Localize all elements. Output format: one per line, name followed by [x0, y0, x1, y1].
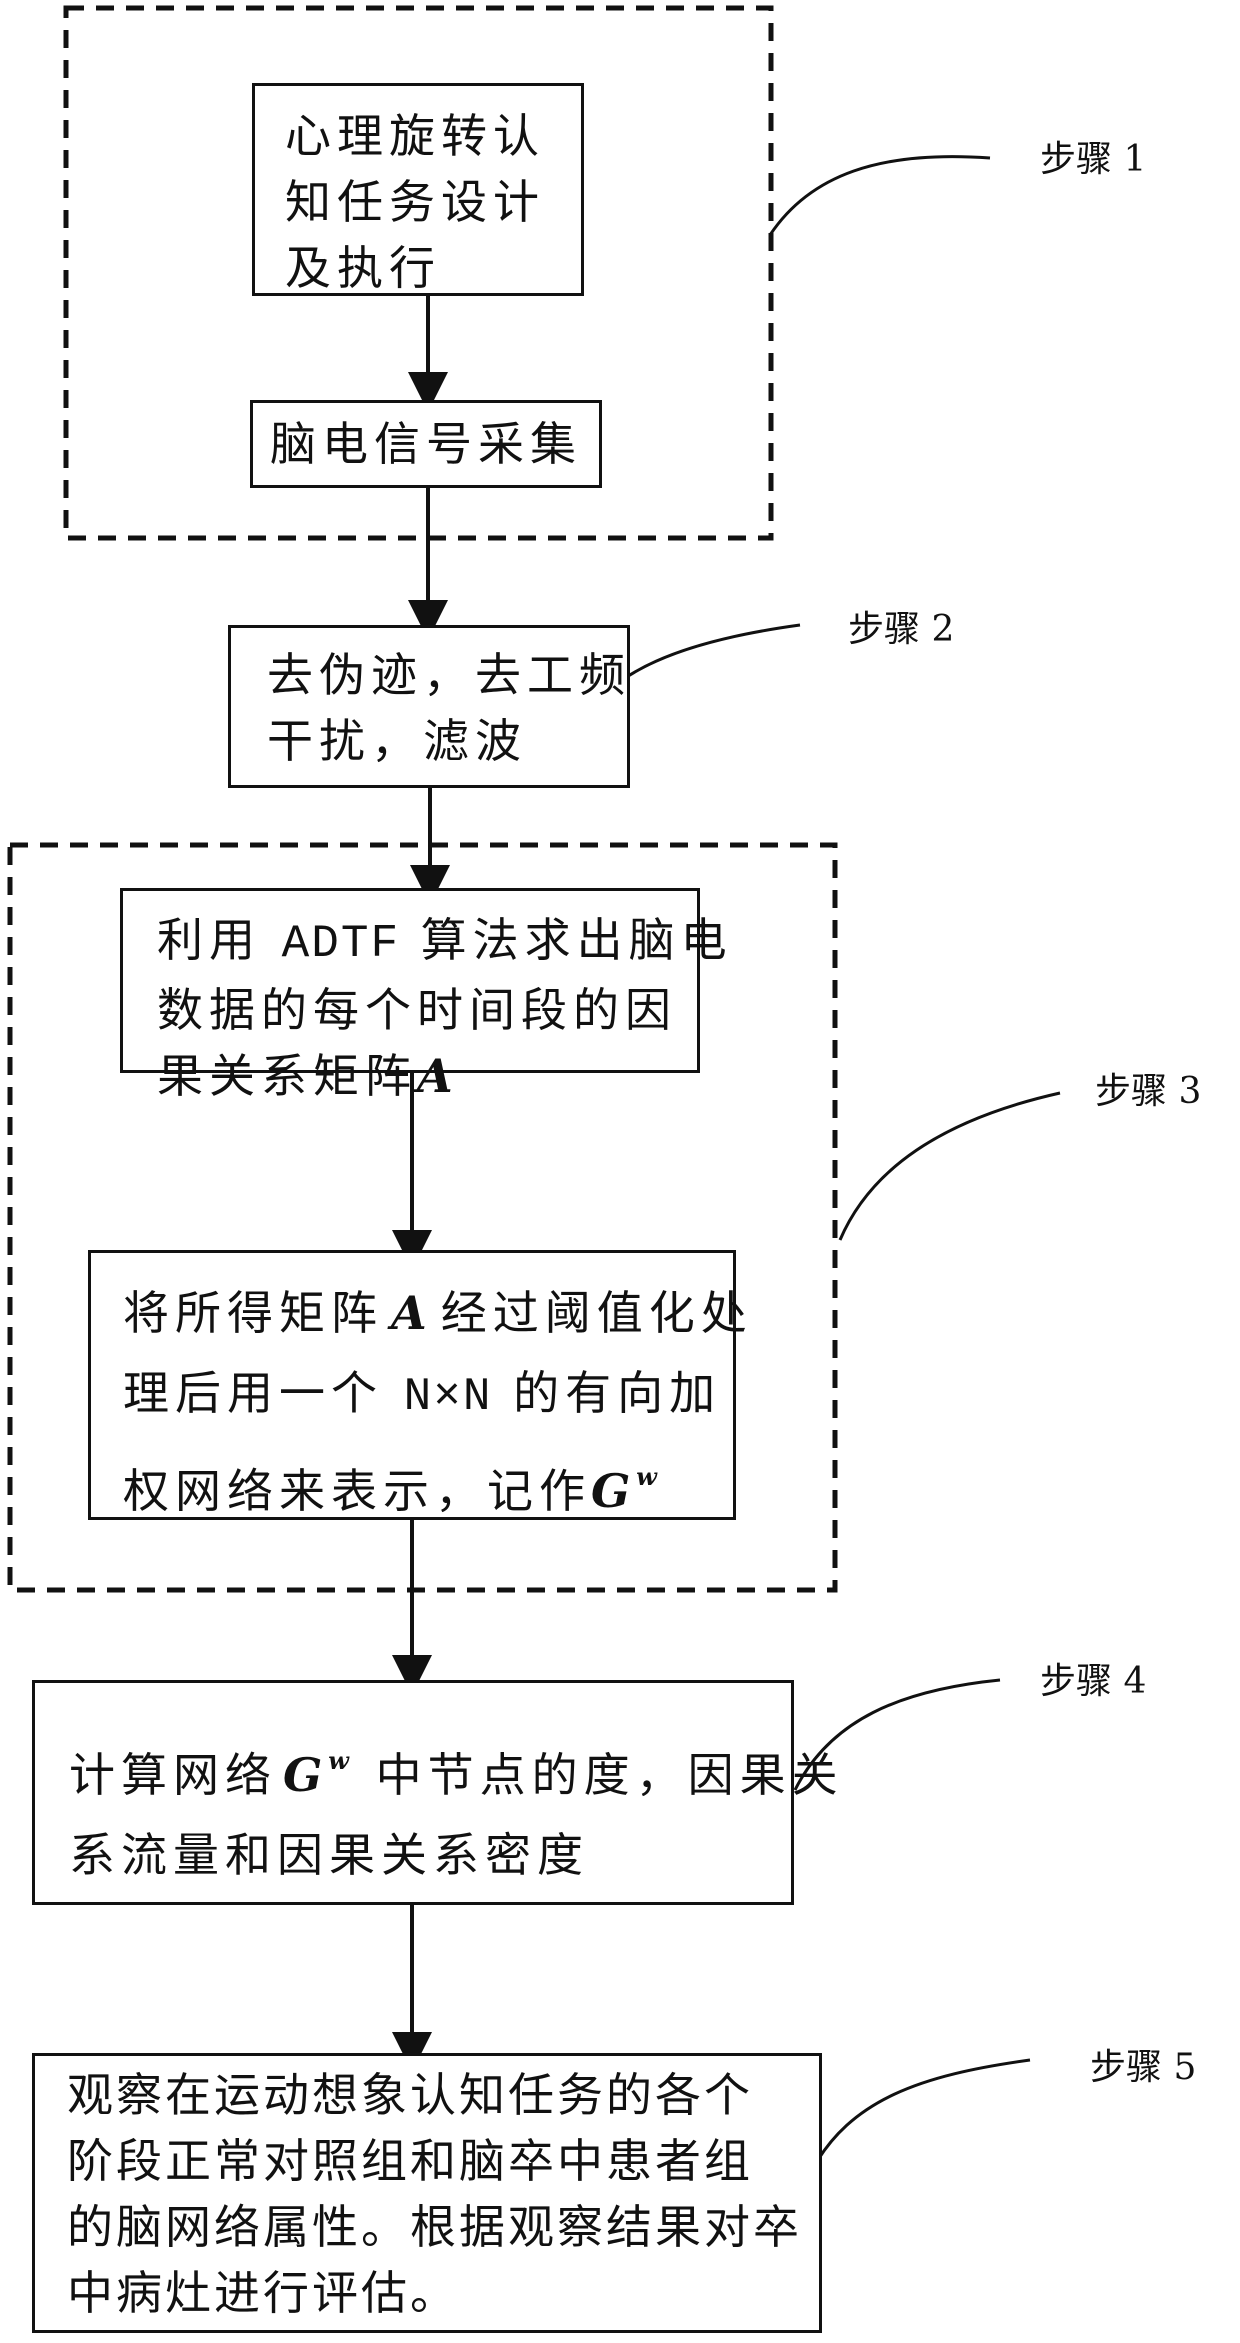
- box-metrics-line-2: 系流量和因果关系密度: [69, 1815, 844, 1895]
- box-task-design-line-3: 及执行: [285, 235, 545, 301]
- box-network-metrics: 计算网络Gw 中节点的度，因果关 系流量和因果关系密度: [32, 1680, 794, 1905]
- box-task-design-line-1: 心理旋转认: [285, 103, 545, 169]
- box-metrics-line-1-b: 中节点的度，因果关: [355, 1748, 844, 1802]
- box-metrics-line-1-a: 计算网络: [69, 1748, 277, 1802]
- box-observation: 观察在运动想象认知任务的各个 阶段正常对照组和脑卒中患者组 的脑网络属性。根据观…: [32, 2053, 822, 2333]
- leader-step1: [770, 157, 990, 235]
- box-adtf-line-3-text: 果关系矩阵: [157, 1049, 417, 1103]
- matrix-a-symbol: A: [417, 1049, 459, 1103]
- box-network-line-1: 将所得矩阵A经过阈值化处: [123, 1273, 753, 1353]
- box-network-line-3: 权网络来表示，记作Gw: [123, 1437, 753, 1531]
- box-adtf-line-1-a: 利用: [157, 913, 282, 967]
- network-g-symbol: G: [591, 1464, 636, 1518]
- box-weighted-network: 将所得矩阵A经过阈值化处 理后用一个 N×N 的有向加 权网络来表示，记作Gw: [88, 1250, 736, 1520]
- matrix-a-symbol-2: A: [391, 1286, 433, 1340]
- box-eeg-acquisition: 脑电信号采集: [250, 400, 602, 488]
- box-adtf-matrix: 利用 ADTF 算法求出脑电 数据的每个时间段的因 果关系矩阵A: [120, 888, 700, 1073]
- box-network-line-1-a: 将所得矩阵: [123, 1286, 383, 1340]
- network-w-superscript-2: w: [328, 1746, 355, 1775]
- box-task-design: 心理旋转认 知任务设计 及执行: [252, 83, 584, 296]
- nxn-label: N×N: [404, 1371, 493, 1423]
- step-1-label: 步骤 1: [1040, 130, 1146, 182]
- box-adtf-line-3: 果关系矩阵A: [157, 1043, 733, 1109]
- box-network-line-3-text: 权网络来表示，记作: [123, 1464, 591, 1518]
- step-3-label: 步骤 3: [1095, 1062, 1201, 1114]
- step-4-label: 步骤 4: [1040, 1652, 1146, 1704]
- box-adtf-line-2: 数据的每个时间段的因: [157, 977, 733, 1043]
- box-network-line-2-a: 理后用一个: [123, 1366, 404, 1420]
- box-adtf-line-1-b: 算法求出脑电: [400, 913, 733, 967]
- box-network-line-2: 理后用一个 N×N 的有向加: [123, 1353, 753, 1437]
- box-observation-line-1: 观察在运动想象认知任务的各个: [67, 2062, 802, 2128]
- adtf-label: ADTF: [282, 918, 400, 970]
- box-preprocessing-line-2: 干扰，滤波: [267, 708, 631, 774]
- box-network-line-1-b: 经过阈值化处: [441, 1286, 753, 1340]
- leader-step3: [840, 1093, 1060, 1240]
- step-2-label: 步骤 2: [848, 600, 954, 652]
- box-eeg-acquisition-text: 脑电信号采集: [253, 411, 599, 477]
- box-observation-line-3: 的脑网络属性。根据观察结果对卒: [67, 2194, 802, 2260]
- box-task-design-line-2: 知任务设计: [285, 169, 545, 235]
- network-g-symbol-2: G: [283, 1748, 328, 1802]
- box-observation-line-2: 阶段正常对照组和脑卒中患者组: [67, 2128, 802, 2194]
- box-metrics-line-1: 计算网络Gw 中节点的度，因果关: [69, 1721, 844, 1815]
- box-network-line-2-b: 的有向加: [492, 1366, 721, 1420]
- box-preprocessing-line-1: 去伪迹，去工频: [267, 642, 631, 708]
- step-5-label: 步骤 5: [1090, 2038, 1196, 2090]
- box-preprocessing: 去伪迹，去工频 干扰，滤波: [228, 625, 630, 788]
- box-observation-line-4: 中病灶进行评估。: [67, 2260, 802, 2326]
- leader-step5: [812, 2060, 1030, 2170]
- network-w-superscript: w: [636, 1462, 663, 1491]
- box-adtf-line-1: 利用 ADTF 算法求出脑电: [157, 907, 733, 977]
